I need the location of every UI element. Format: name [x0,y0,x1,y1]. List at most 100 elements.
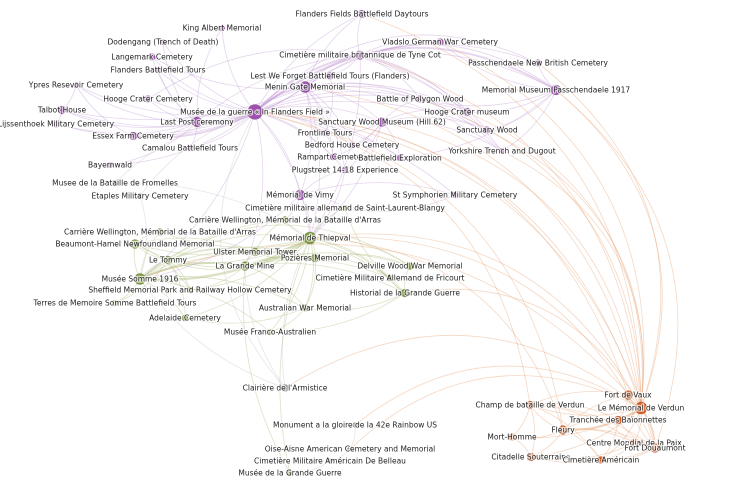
graph-edge [529,390,629,406]
graph-node[interactable] [386,274,394,282]
graph-node[interactable] [144,95,152,103]
graph-node[interactable] [310,253,320,263]
graph-node[interactable] [526,452,536,462]
graph-edge [466,111,643,409]
graph-node[interactable] [329,153,337,161]
graph-node[interactable] [181,314,189,322]
graph-node[interactable] [550,84,562,96]
graph-edge [399,89,557,159]
graph-node[interactable] [136,192,144,200]
graph-node[interactable] [163,255,173,265]
graph-node[interactable] [321,129,329,137]
node-label: Adelaide Cemetery [149,314,221,323]
graph-edge [279,237,311,474]
graph-node[interactable] [613,415,623,425]
graph-node[interactable] [451,191,459,199]
graph-edge [132,121,198,137]
graph-node[interactable] [634,401,648,415]
graph-edge [304,86,353,146]
graph-node[interactable] [148,53,156,61]
graph-node[interactable] [629,438,639,448]
graph-edge [600,447,656,461]
graph-node[interactable] [299,81,311,93]
graph-node[interactable] [400,288,410,298]
graph-node[interactable] [436,38,444,46]
graph-edge [530,407,642,458]
graph-edge [309,237,411,267]
graph-node[interactable] [355,50,365,60]
graph-node[interactable] [281,216,289,224]
graph-node[interactable] [326,72,334,80]
graph-edge [254,111,401,159]
graph-node[interactable] [483,126,491,134]
graph-node[interactable] [294,189,306,201]
graph-edge [254,111,656,449]
node-label: Musée Franco-Australien [224,328,317,337]
graph-node[interactable] [250,247,260,257]
graph-node[interactable] [130,239,140,249]
graph-edge [139,261,246,280]
graph-node[interactable] [218,24,226,32]
graph-edge [304,86,346,171]
graph-node[interactable] [266,328,274,336]
graph-edge [254,251,316,261]
graph-node[interactable] [57,105,67,115]
graph-edge [61,109,198,128]
graph-node[interactable] [52,120,60,128]
graph-edge [299,182,456,196]
graph-edge [254,111,629,396]
graph-node[interactable] [186,144,194,152]
graph-edge [167,248,256,261]
graph-node[interactable] [303,231,317,245]
graph-edge [114,182,311,239]
graph-node[interactable] [341,204,349,212]
node-label: Lest We Forget Battlefield Tours (Flande… [250,72,409,81]
graph-node[interactable] [508,433,516,441]
graph-node[interactable] [111,179,119,187]
graph-node[interactable] [623,390,633,400]
graph-node[interactable] [301,304,309,312]
graph-node[interactable] [186,286,194,294]
graph-node[interactable] [286,469,294,477]
graph-edge [61,109,256,127]
graph-node[interactable] [111,299,119,307]
graph-node[interactable] [72,81,80,89]
graph-edge [244,265,306,309]
graph-node[interactable] [406,262,414,270]
graph-node[interactable] [128,131,138,141]
graph-edge [359,54,488,131]
graph-edge [196,54,361,123]
graph-node[interactable] [396,154,404,162]
graph-node[interactable] [134,273,146,285]
graph-node[interactable] [498,147,506,155]
graph-node[interactable] [156,228,164,236]
graph-node[interactable] [534,59,542,67]
graph-node[interactable] [281,384,289,392]
graph-edge [361,13,642,409]
graph-node[interactable] [416,95,424,103]
graph-edge [324,121,383,135]
graph-edge [221,27,256,113]
graph-edge [344,194,456,212]
graph-edge [189,265,246,291]
graph-node[interactable] [341,166,349,174]
graph-node[interactable] [462,107,472,117]
graph-node[interactable] [357,9,367,19]
graph-node[interactable] [247,104,263,120]
graph-node[interactable] [106,161,114,169]
graph-node[interactable] [558,425,568,435]
graph-node[interactable] [352,422,358,428]
graph-node[interactable] [525,400,535,410]
graph-node[interactable] [348,141,356,149]
graph-node[interactable] [347,446,353,452]
graph-node[interactable] [240,261,250,271]
graph-node[interactable] [159,38,167,46]
graph-node[interactable] [327,458,333,464]
graph-node[interactable] [377,117,387,127]
graph-node[interactable] [650,443,660,453]
graph-node[interactable] [191,116,203,128]
node-label: Musée Somme 1916 [102,275,179,284]
graph-node[interactable] [154,66,162,74]
graph-node[interactable] [597,456,605,464]
